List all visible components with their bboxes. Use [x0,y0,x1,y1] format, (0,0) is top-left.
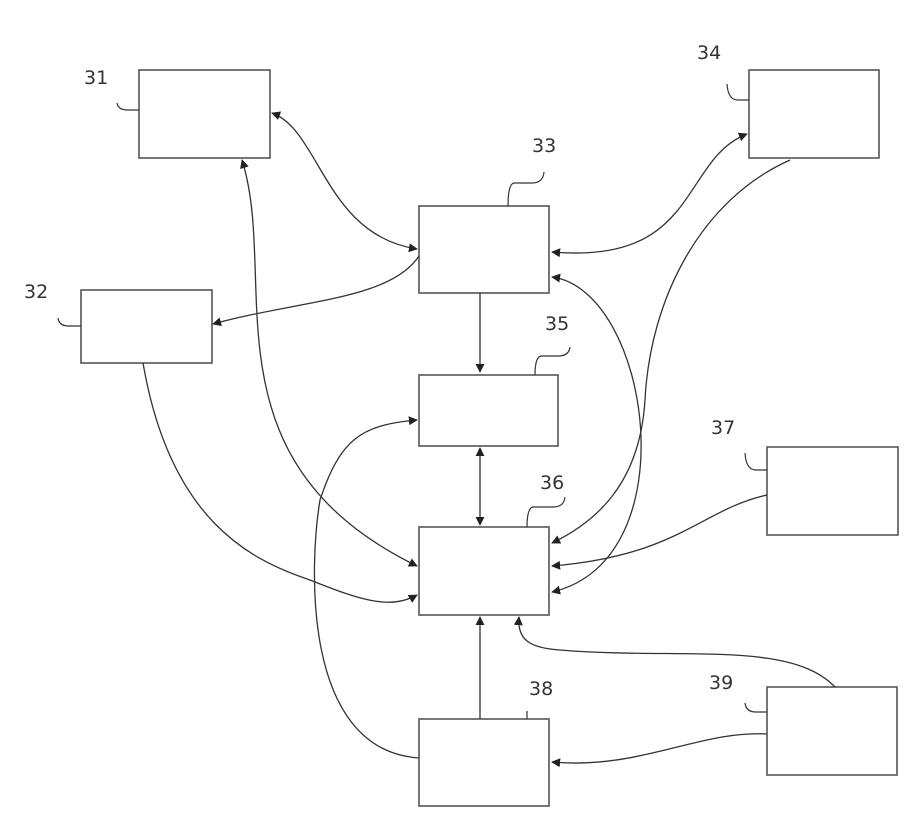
leader-33 [508,172,544,206]
leader-35 [535,347,570,375]
block-34 [749,70,879,158]
ref-label-34: 34 [697,42,721,64]
ref-label-31: 31 [84,67,108,89]
edge-38-35 [314,420,419,758]
block-38 [419,719,549,806]
leader-39 [745,703,767,712]
leader-37 [745,453,767,470]
block-37 [767,447,898,535]
ref-label-36: 36 [540,472,564,494]
ref-label-37: 37 [711,417,735,439]
block-36 [419,527,549,615]
ref-label-32: 32 [24,281,48,303]
block-33 [419,206,549,293]
block-39 [767,687,897,775]
ref-label-35: 35 [545,313,569,335]
ref-label-33: 33 [532,135,556,157]
edge-32-36 [143,363,417,602]
leader-36 [527,497,565,527]
ref-label-38: 38 [529,678,553,700]
block-31 [139,70,270,158]
edge-33-32 [213,256,419,324]
edge-39-38 [552,734,767,763]
block-35 [419,375,558,446]
edge-37-36 [552,495,767,566]
edge-34-33 [552,134,747,253]
edge-31-33 [272,113,417,249]
leader-34 [727,84,749,100]
ref-label-39: 39 [709,672,733,694]
leader-32 [58,318,81,326]
edge-31-36 [242,160,417,566]
leader-31 [117,103,139,110]
block-32 [81,290,212,363]
edge-39-36 [519,617,835,687]
